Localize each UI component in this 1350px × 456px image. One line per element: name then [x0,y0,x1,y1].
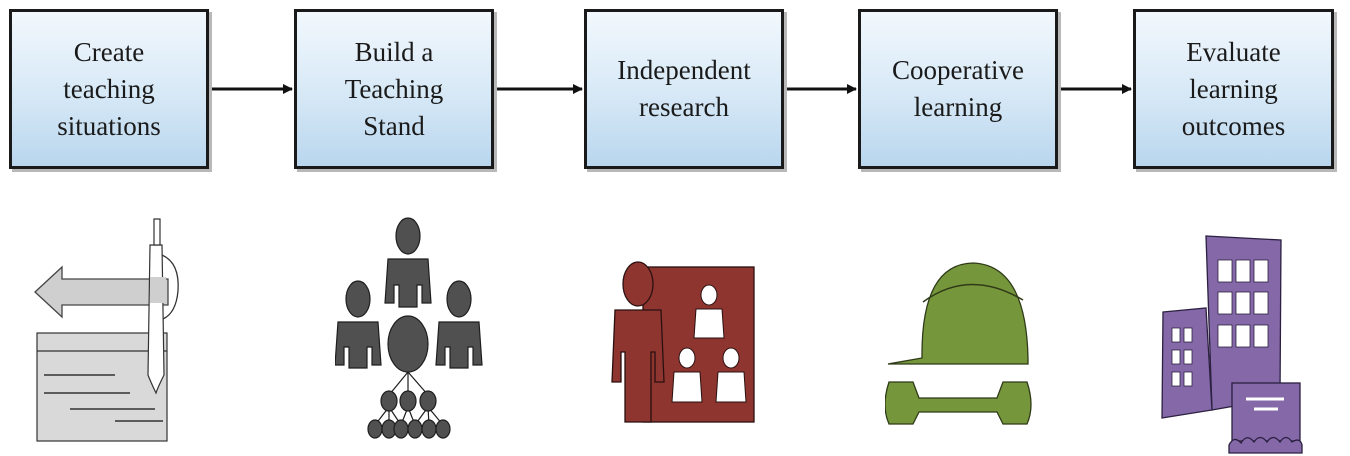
step-independent-research: Independent research [584,9,784,169]
step-label: Cooperative learning [892,55,1024,122]
connector-arrows [212,84,1132,94]
step-cooperative-learning: Cooperative learning [858,9,1058,169]
step-label: Evaluate learning outcomes [1181,36,1286,141]
presentation-board-icon [611,261,755,423]
step-label: Build a Teaching Stand [344,36,444,141]
hierarchy-people-icon [335,217,483,439]
step-create-teaching-situations: Create teaching situations [9,9,209,169]
helmet-wrench-icon [885,262,1032,425]
step-build-teaching-stand: Build a Teaching Stand [294,9,494,169]
buildings-icon [1161,235,1303,454]
step-evaluate-learning-outcomes: Evaluate learning outcomes [1133,9,1334,169]
document-arrow-icon [34,218,179,442]
step-label: Create teaching situations [57,36,161,141]
step-label: Independent research [617,55,751,122]
